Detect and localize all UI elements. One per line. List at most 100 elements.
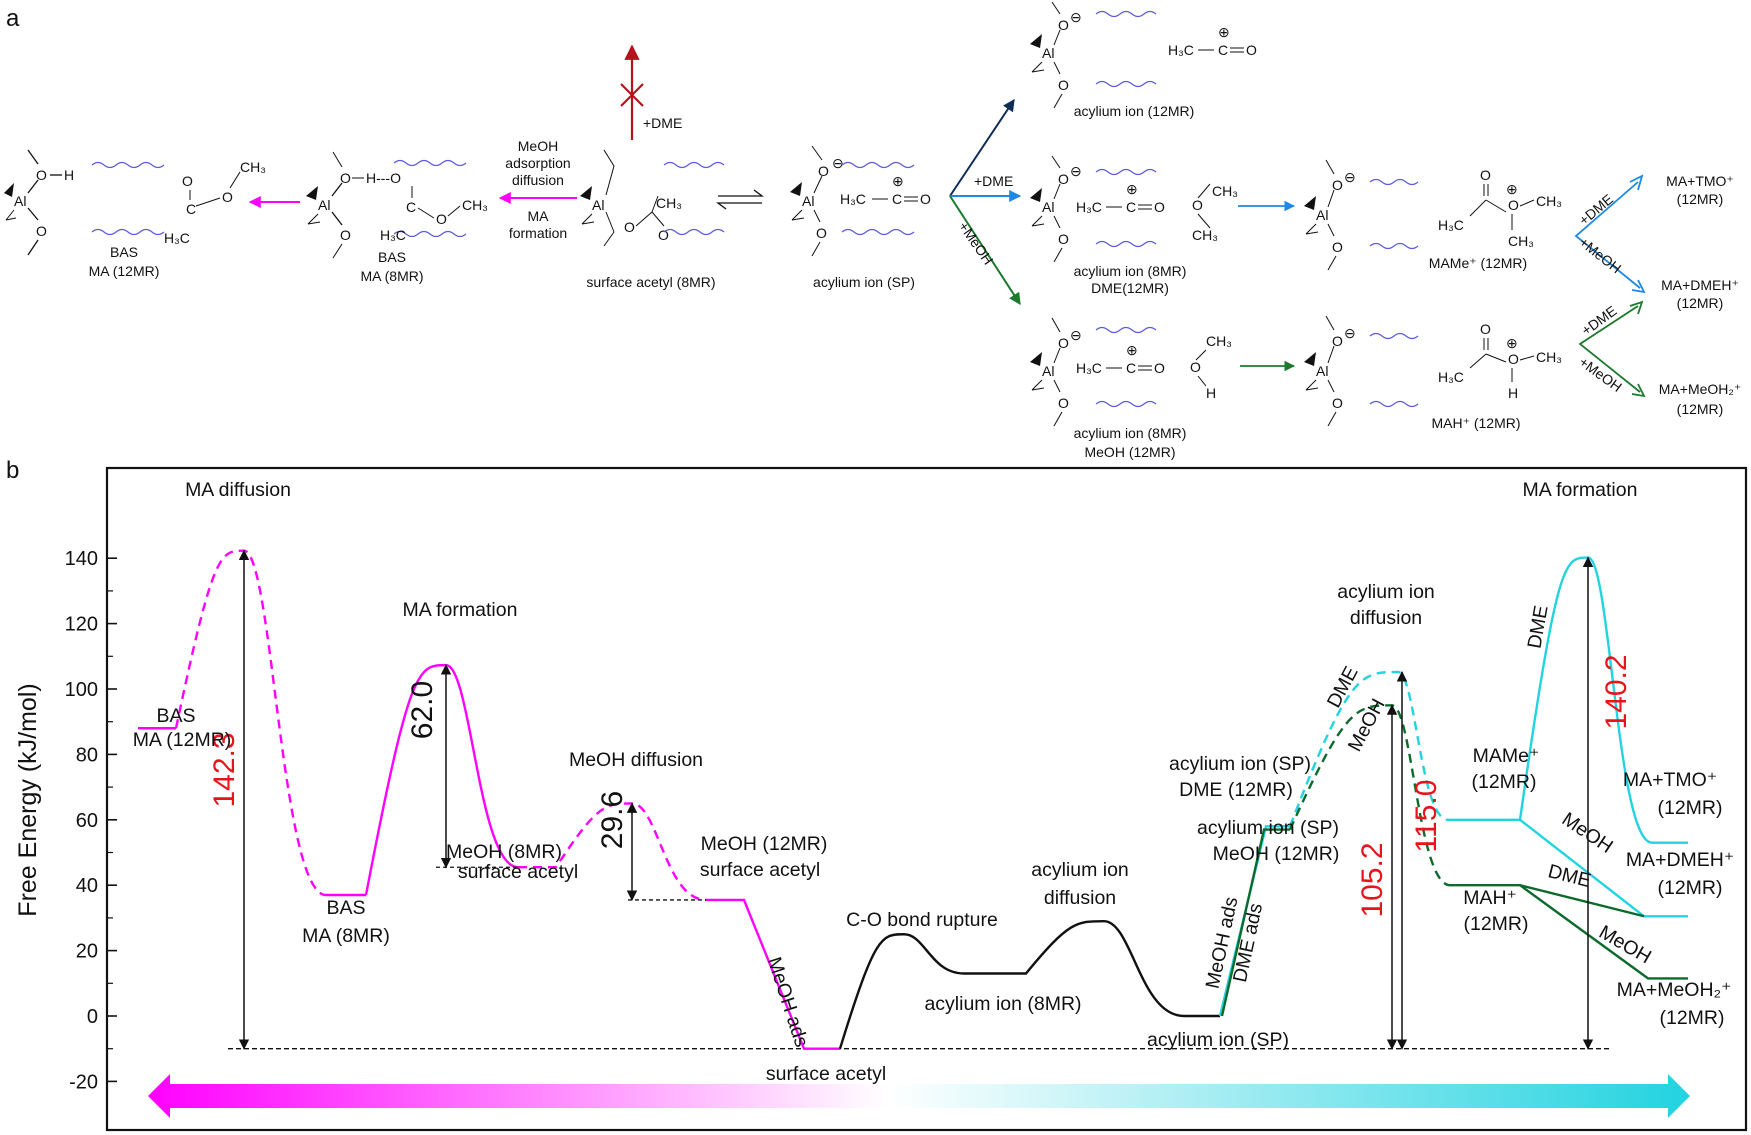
o-atom: O <box>1508 197 1519 213</box>
o-atom: O <box>1332 177 1343 193</box>
energy-curves <box>138 549 1688 1050</box>
step-text: MeOH <box>518 138 558 154</box>
minus-charge: ⊖ <box>1070 327 1082 343</box>
label-bas-12mr-1: BAS <box>110 244 138 260</box>
barrier-142: 142.3 <box>208 732 241 807</box>
state-label: (12MR) <box>1463 913 1528 935</box>
label-acylium-12mr: acylium ion (12MR) <box>1074 103 1195 119</box>
h-bond: H---O <box>366 170 401 186</box>
minus-charge: ⊖ <box>1344 325 1356 341</box>
y-tick-label: 140 <box>65 548 98 570</box>
product-meoh2-2: (12MR) <box>1677 401 1724 417</box>
state-label: MeOH (12MR) <box>1213 843 1340 865</box>
minus-charge: ⊖ <box>832 155 844 171</box>
state-label: BAS <box>156 705 195 727</box>
ch3-group: CH₃ <box>462 197 488 213</box>
minus-charge: ⊖ <box>1070 9 1082 25</box>
o-atom: O <box>1480 167 1491 183</box>
al-atom: Al <box>592 197 604 213</box>
ts-label: MeOH diffusion <box>569 749 703 771</box>
product-tmo-1: MA+TMO⁺ <box>1666 173 1734 189</box>
path-label-dme-3: DME <box>1546 860 1593 892</box>
acylium-8mr-dme: Al O ⊖ O H₃C C ⊕ O O CH₃ CH₃ acylium <box>1030 155 1238 296</box>
o-atom: O <box>1192 197 1203 213</box>
o-atom: O <box>1332 333 1343 349</box>
state-label: MeOH (8MR) <box>446 841 562 863</box>
arrow-green <box>949 195 1021 306</box>
step-text: diffusion <box>512 172 564 188</box>
o-atom: O <box>340 227 351 243</box>
ts-label: diffusion <box>1350 607 1422 629</box>
h-atom: H <box>1508 385 1518 401</box>
acylium-sp: Al O ⊖ O H₃C C ⊕ O acylium ion (SP) <box>790 145 931 290</box>
state-label: MA (8MR) <box>302 925 390 947</box>
y-tick-label: 60 <box>76 810 98 832</box>
al-atom: Al <box>318 197 330 213</box>
state-label: MAMe⁺ <box>1473 745 1540 767</box>
curve-ma-diffusion <box>174 549 327 897</box>
mame-complex: Al O ⊖ O O H₃C O ⊕ CH₃ CH₃ MAMe⁺ (12MR) <box>1304 159 1562 271</box>
ts-label: MA diffusion <box>185 479 291 501</box>
plus-charge: ⊕ <box>1218 24 1230 40</box>
branch-plus-meoh: +MeOH <box>956 219 997 268</box>
state-label: surface acetyl <box>458 861 578 883</box>
curve-mah-meoh <box>1519 884 1688 980</box>
ch3-group: CH₃ <box>1508 233 1534 249</box>
state-label: BAS <box>326 897 365 919</box>
plus-charge: ⊕ <box>1126 181 1138 197</box>
al-atom: Al <box>1042 45 1054 61</box>
o-atom: O <box>436 211 447 227</box>
h3c-group: H₃C <box>380 227 406 243</box>
o-atom: O <box>1058 335 1069 351</box>
o-atom: O <box>182 173 193 189</box>
label-mame: MAMe⁺ (12MR) <box>1429 255 1527 271</box>
minus-charge: ⊖ <box>1070 163 1082 179</box>
plus-charge: ⊕ <box>1506 335 1518 351</box>
y-tick-label: 0 <box>87 1006 98 1028</box>
h-atom: H <box>64 167 74 183</box>
acylium-8mr-meoh: Al O ⊖ O H₃C C ⊕ O CH₃ O H acylium i <box>1030 317 1232 460</box>
state-label: (12MR) <box>1657 877 1722 899</box>
state-label: acylium ion (SP) <box>1197 817 1339 839</box>
ch3-group: CH₃ <box>1212 183 1238 199</box>
o-atom: O <box>920 191 931 207</box>
c-atom: C <box>1126 360 1136 376</box>
barrier-values: 142.3 62.0 29.6 105.2 115.0 140.2 <box>208 654 1633 917</box>
plus-charge: ⊕ <box>892 173 904 189</box>
o-atom: O <box>658 227 669 243</box>
al-atom: Al <box>802 193 814 209</box>
c-atom: C <box>406 199 416 215</box>
o-atom: O <box>1058 395 1069 411</box>
minus-charge: ⊖ <box>1344 169 1356 185</box>
state-label: MAH⁺ <box>1463 887 1517 909</box>
label-bas-8mr-1: BAS <box>378 249 406 265</box>
h3c-group: H₃C <box>1076 360 1102 376</box>
bas-site-2: Al O O H---O C H₃C O CH₃ BAS MA (8MR) <box>306 151 488 284</box>
ch3-group: CH₃ <box>1192 227 1218 243</box>
o-atom: O <box>1332 395 1343 411</box>
h3c-group: H₃C <box>164 230 190 246</box>
label-acylium-8mr-dme-1: acylium ion (8MR) <box>1074 263 1187 279</box>
ch3-group: CH₃ <box>1206 333 1232 349</box>
o-atom: O <box>1480 321 1491 337</box>
ch3-group: CH₃ <box>1536 193 1562 209</box>
barrier-115: 115.0 <box>1410 780 1443 853</box>
h3c-group: H₃C <box>1168 42 1194 58</box>
state-label: acylium ion (SP) <box>1147 1029 1289 1051</box>
ch3-group: CH₃ <box>656 195 682 211</box>
o-atom: O <box>36 167 47 183</box>
state-label: surface acetyl <box>700 859 820 881</box>
product-tmo-2: (12MR) <box>1677 191 1724 207</box>
o-atom: O <box>624 219 635 235</box>
bas-site-1: Al O O H CH₃ O O C H₃C BAS MA (12MR) <box>4 149 266 279</box>
ts-label: diffusion <box>1044 887 1116 909</box>
c-atom: C <box>1126 199 1136 215</box>
product-forks: +DME +MeOH +DME +MeOH MA+TMO⁺ (12MR) MA+… <box>1574 173 1741 417</box>
panel-label-b: b <box>6 457 19 484</box>
fork-dme-1: +DME <box>1576 191 1616 229</box>
product-dmeh-2: (12MR) <box>1677 295 1724 311</box>
product-meoh2-1: MA+MeOH₂⁺ <box>1659 381 1741 397</box>
state-label: acylium ion (8MR) <box>924 993 1081 1015</box>
o-atom: O <box>340 170 351 186</box>
label-acylium-sp: acylium ion (SP) <box>813 274 915 290</box>
